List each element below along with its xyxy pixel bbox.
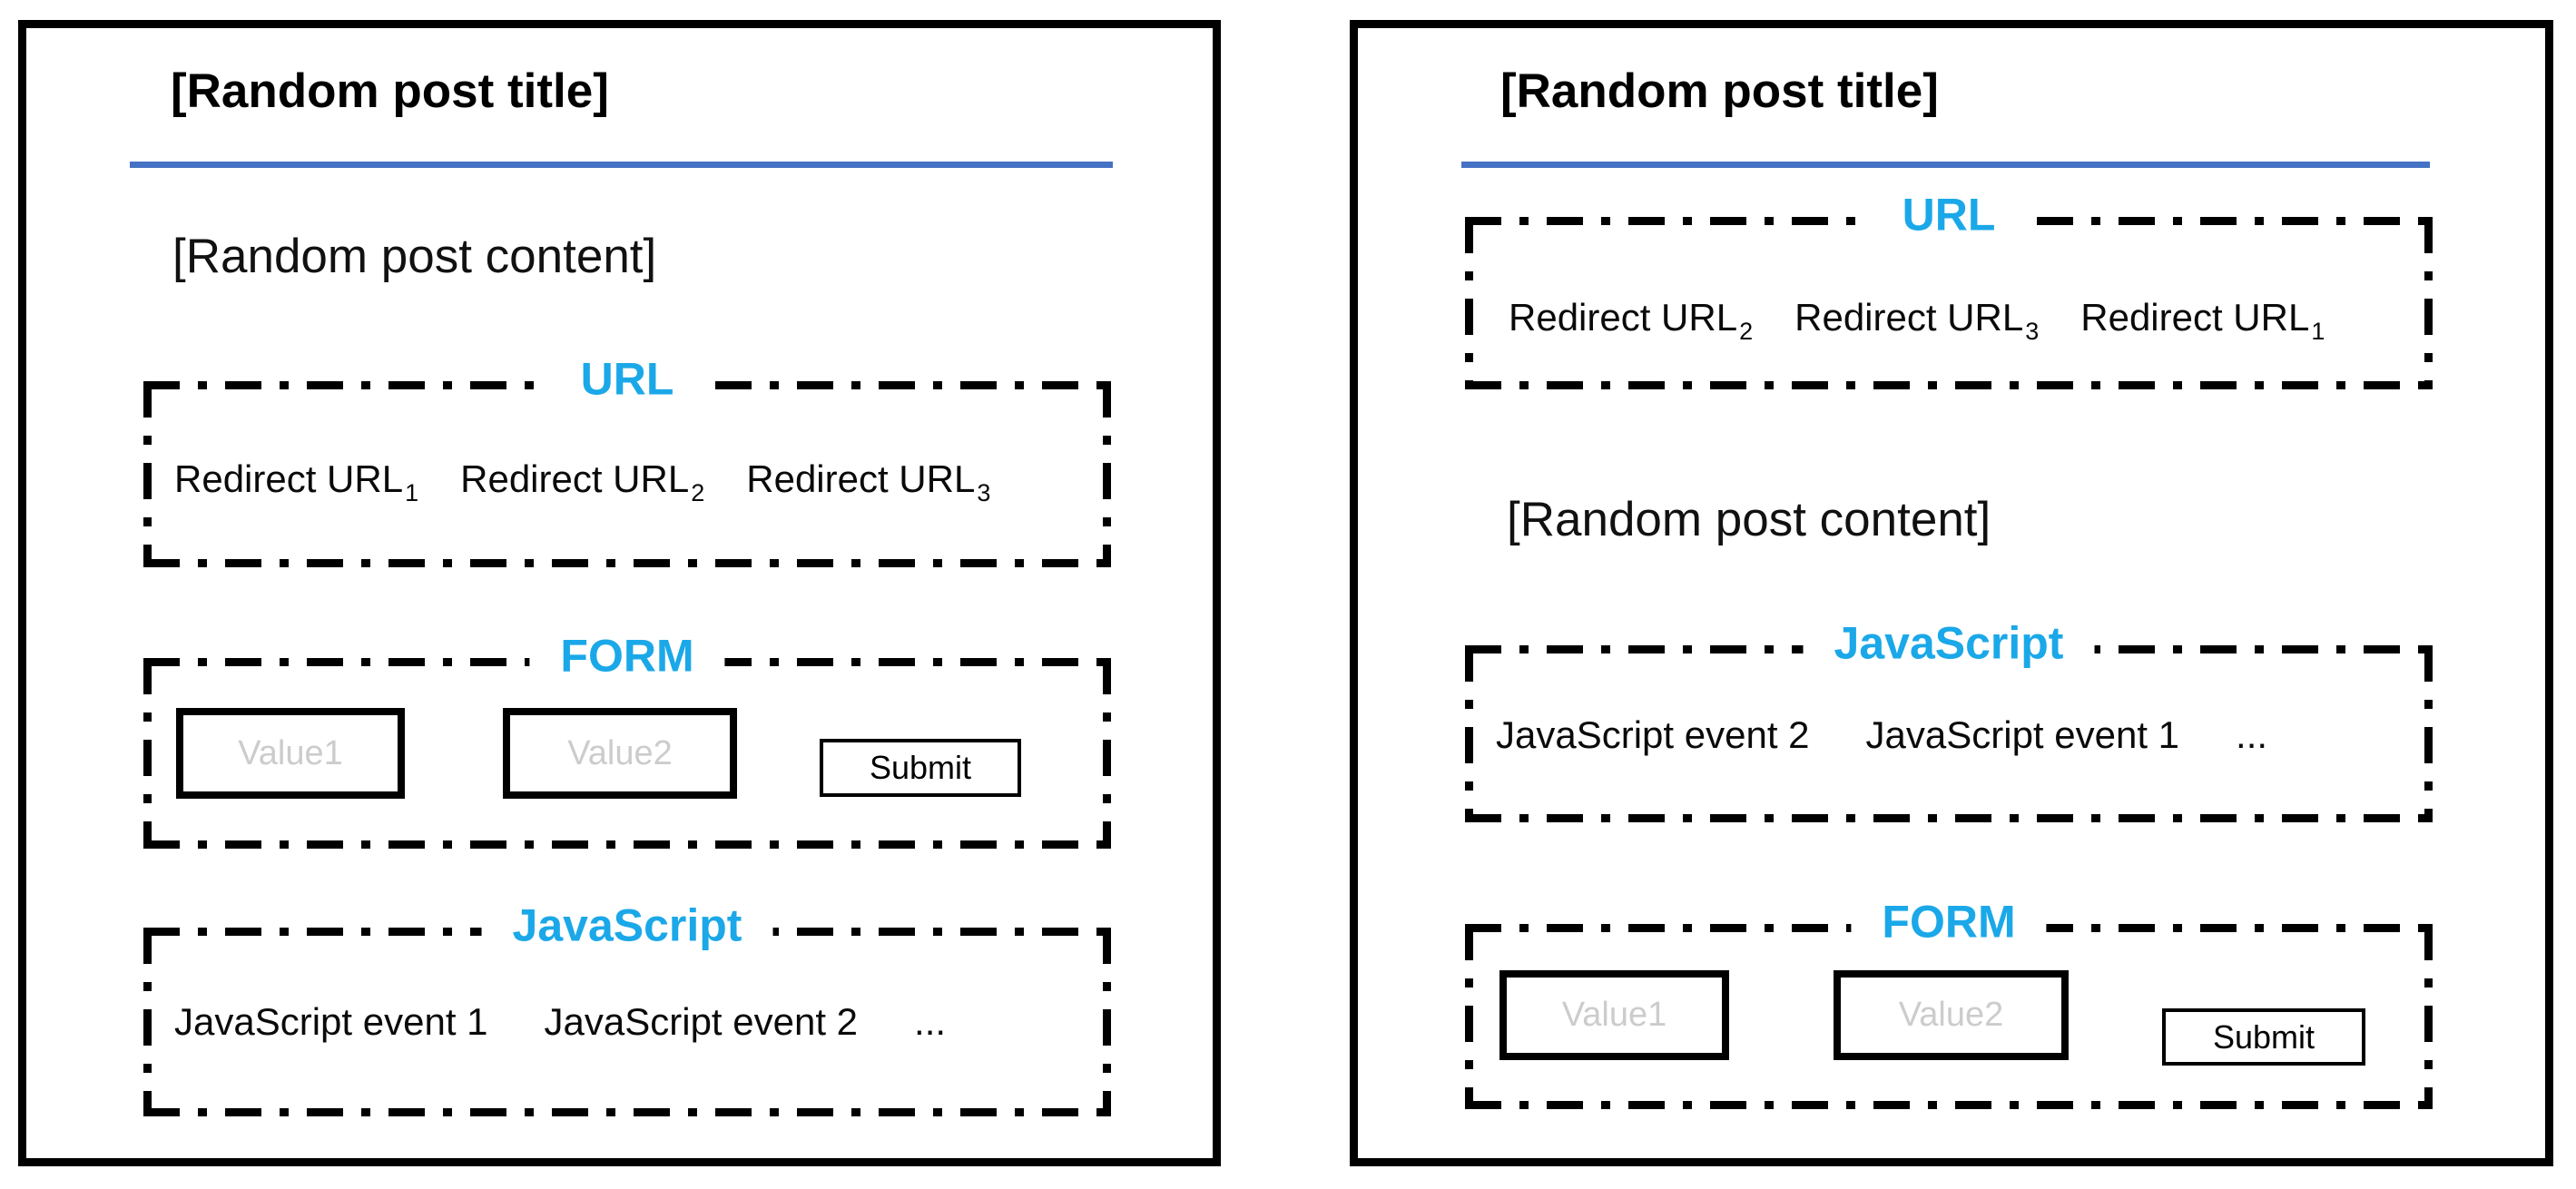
value2-input[interactable]: Value2 bbox=[1834, 970, 2069, 1060]
redirect-url-link[interactable]: Redirect URL2 bbox=[1509, 296, 1754, 345]
redirect-url-link[interactable]: Redirect URL2 bbox=[460, 457, 705, 506]
redirect-url-row: Redirect URL2 Redirect URL3 Redirect URL… bbox=[1509, 292, 2325, 345]
post-title: [Random post title] bbox=[171, 64, 609, 118]
url-section-label: URL bbox=[549, 354, 705, 405]
dashed-border-bottom bbox=[1465, 1101, 2433, 1109]
value1-input[interactable]: Value1 bbox=[1499, 970, 1729, 1060]
form-section-label: FORM bbox=[529, 631, 725, 682]
dashed-border-left bbox=[1465, 645, 1473, 822]
title-divider-line bbox=[1461, 162, 2430, 168]
dashed-border-left bbox=[1465, 217, 1473, 389]
url-subscript: 2 bbox=[691, 479, 705, 506]
title-divider-line bbox=[130, 162, 1113, 168]
redirect-url-link[interactable]: Redirect URL1 bbox=[2080, 296, 2325, 345]
javascript-event-label: JavaScript event 1 bbox=[174, 1000, 488, 1043]
javascript-section-label: JavaScript bbox=[1803, 618, 2095, 669]
javascript-section: JavaScript JavaScript event 1 JavaScript… bbox=[143, 900, 1111, 1116]
javascript-event-row: JavaScript event 2 JavaScript event 1 ..… bbox=[1496, 710, 2267, 761]
dashed-border-bottom bbox=[143, 559, 1111, 567]
javascript-event-label: JavaScript event 2 bbox=[544, 1000, 859, 1043]
javascript-event-label: JavaScript event 2 bbox=[1496, 713, 1810, 756]
dashed-border-right bbox=[1103, 928, 1111, 1116]
redirect-url-link[interactable]: Redirect URL3 bbox=[746, 457, 991, 506]
javascript-event-row: JavaScript event 1 JavaScript event 2 ..… bbox=[174, 997, 946, 1047]
dashed-border-bottom bbox=[1465, 814, 2433, 822]
dashed-border-bottom bbox=[1465, 381, 2433, 389]
post-title: [Random post title] bbox=[1500, 64, 1939, 118]
value1-input[interactable]: Value1 bbox=[176, 708, 405, 799]
post-mockup-panel-right: [Random post title] URL Redirect URL2 Re… bbox=[1350, 20, 2553, 1166]
dashed-border-right bbox=[1103, 658, 1111, 849]
dashed-border-left bbox=[143, 381, 152, 567]
javascript-event-label: JavaScript event 1 bbox=[1865, 713, 2180, 756]
dashed-border-right bbox=[2424, 217, 2433, 389]
dashed-border-right bbox=[2424, 924, 2433, 1109]
form-section: FORM Value1 Value2 Submit bbox=[1465, 897, 2433, 1109]
post-content-placeholder: [Random post content] bbox=[172, 230, 657, 283]
post-mockup-panel-left: [Random post title] [Random post content… bbox=[18, 20, 1221, 1166]
dashed-border-bottom bbox=[143, 1108, 1111, 1116]
redirect-url-link[interactable]: Redirect URL1 bbox=[174, 457, 419, 506]
dashed-border-right bbox=[2424, 645, 2433, 822]
url-section: URL Redirect URL1 Redirect URL2 Redirect… bbox=[143, 354, 1111, 567]
submit-button[interactable]: Submit bbox=[820, 739, 1021, 797]
more-events-ellipsis: ... bbox=[2236, 713, 2268, 756]
more-events-ellipsis: ... bbox=[914, 1000, 947, 1043]
url-section-label: URL bbox=[1871, 190, 2027, 241]
form-section: FORM Value1 Value2 Submit bbox=[143, 631, 1111, 849]
url-subscript: 3 bbox=[2025, 318, 2040, 345]
value2-input[interactable]: Value2 bbox=[503, 708, 737, 799]
url-section: URL Redirect URL2 Redirect URL3 Redirect… bbox=[1465, 190, 2433, 389]
url-subscript: 3 bbox=[977, 479, 991, 506]
dashed-border-left bbox=[143, 928, 152, 1116]
dashed-border-left bbox=[143, 658, 152, 849]
url-subscript: 1 bbox=[2311, 318, 2325, 345]
url-subscript: 2 bbox=[1739, 318, 1754, 345]
submit-button[interactable]: Submit bbox=[2162, 1008, 2365, 1066]
redirect-url-link[interactable]: Redirect URL3 bbox=[1794, 296, 2040, 345]
javascript-section: JavaScript JavaScript event 2 JavaScript… bbox=[1465, 618, 2433, 822]
form-section-label: FORM bbox=[1851, 897, 2047, 948]
post-content-placeholder: [Random post content] bbox=[1507, 493, 1991, 546]
url-subscript: 1 bbox=[405, 479, 419, 506]
javascript-section-label: JavaScript bbox=[481, 900, 773, 951]
redirect-url-row: Redirect URL1 Redirect URL2 Redirect URL… bbox=[174, 454, 991, 506]
dashed-border-left bbox=[1465, 924, 1473, 1109]
dashed-border-right bbox=[1103, 381, 1111, 567]
dashed-border-bottom bbox=[143, 840, 1111, 849]
